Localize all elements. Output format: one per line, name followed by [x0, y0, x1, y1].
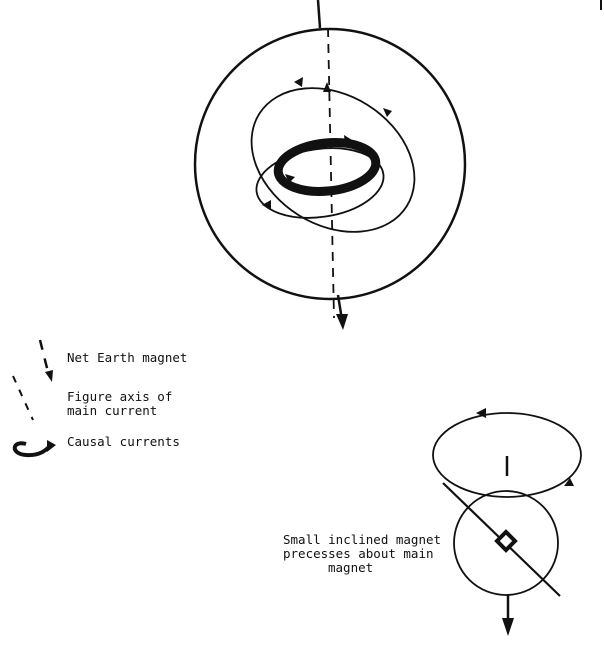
lower-current-loop: [255, 147, 385, 219]
net-magnet-arrow-top: [316, 0, 322, 29]
legend-causal-currents-icon: [12, 441, 52, 458]
loop-arrowhead: [285, 174, 295, 183]
precession-ellipse: [432, 412, 582, 498]
figure-axis-dashed: [327, 27, 335, 319]
loop-arrowhead: [294, 77, 303, 87]
inset-caption-line-1: Small inclined magnet: [283, 532, 442, 547]
precession-arrowhead: [476, 408, 486, 418]
loop-arrowhead: [262, 200, 271, 210]
magnet-center-diamond: [494, 529, 518, 553]
main-diagram: [193, 0, 467, 330]
inset-caption-line-2: precesses about main: [283, 546, 434, 561]
legend-causal-currents-label: Causal currents: [67, 434, 180, 449]
loop-arrowhead: [323, 82, 331, 92]
inset-caption-line-3: magnet: [328, 560, 374, 575]
legend-net-magnet-arrowhead: [45, 370, 53, 382]
legend-figure-axis-label-1: Figure axis of: [67, 389, 173, 404]
inset-arrowhead: [502, 618, 514, 636]
small-earth-circle: [453, 490, 559, 596]
legend: [12, 339, 56, 458]
legend-figure-axis-icon: [12, 375, 34, 421]
main-current-ring: [273, 138, 381, 196]
legend-figure-axis-label-2: main current: [67, 403, 158, 418]
legend-net-magnet-icon: [38, 339, 50, 373]
inclined-current-loop: [250, 87, 416, 233]
precession-arrowhead: [564, 478, 574, 486]
inset-diagram: [432, 408, 582, 636]
legend-net-magnet-label: Net Earth magnet: [67, 350, 188, 365]
legend-causal-currents-arrowhead: [47, 440, 56, 452]
earth-outline: [193, 27, 467, 301]
loop-arrowhead: [383, 108, 392, 117]
loop-arrowhead: [344, 135, 352, 145]
net-magnet-arrowhead: [336, 314, 348, 330]
